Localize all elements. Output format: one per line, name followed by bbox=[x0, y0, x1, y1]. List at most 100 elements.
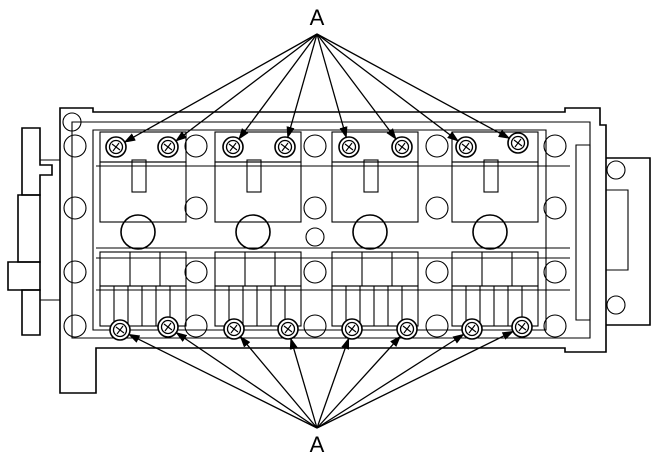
boss-circle bbox=[303, 134, 327, 158]
boss-circle bbox=[543, 260, 567, 284]
leader-lines bbox=[123, 33, 515, 429]
bolt-head bbox=[277, 318, 299, 340]
bolt-mark bbox=[347, 324, 357, 334]
bolt-hex bbox=[225, 139, 241, 155]
bolt-hex bbox=[341, 139, 357, 155]
plug-well bbox=[235, 214, 271, 250]
cylinder-section bbox=[331, 131, 419, 327]
bolt-head bbox=[157, 316, 179, 338]
rocker-tab bbox=[483, 159, 499, 193]
leader-arrow bbox=[289, 337, 318, 429]
bolt-hex bbox=[280, 321, 296, 337]
bolt-hex bbox=[458, 139, 474, 155]
leader-arrow bbox=[239, 335, 318, 429]
rocker-tab bbox=[246, 159, 262, 193]
bolt-head bbox=[338, 136, 360, 158]
bolt-hex bbox=[160, 139, 176, 155]
corner-boss bbox=[62, 112, 82, 132]
bolt-mark bbox=[513, 138, 523, 148]
upper-journal bbox=[99, 161, 187, 223]
callout-label-bottom: A bbox=[310, 432, 325, 457]
head-internals bbox=[62, 112, 570, 338]
bolt-head bbox=[105, 136, 127, 158]
plug-well bbox=[352, 214, 388, 250]
leader-arrow bbox=[123, 33, 318, 143]
bolt-mark bbox=[163, 142, 173, 152]
upper-journal bbox=[214, 161, 302, 223]
bolt-mark bbox=[228, 142, 238, 152]
bolt-head bbox=[157, 136, 179, 158]
bolt-head bbox=[222, 136, 244, 158]
plug-well bbox=[120, 214, 156, 250]
leader-arrow bbox=[316, 333, 465, 429]
boss-circle bbox=[303, 314, 327, 338]
boss-circle bbox=[303, 196, 327, 220]
leader-arrow bbox=[127, 333, 318, 429]
bolt-mark bbox=[163, 322, 173, 332]
boss-circle bbox=[543, 134, 567, 158]
bolt-hex bbox=[394, 139, 410, 155]
boss-circle bbox=[63, 196, 87, 220]
bolt-hex bbox=[514, 319, 530, 335]
bolt-hex bbox=[277, 139, 293, 155]
bolt-mark bbox=[111, 142, 121, 152]
leader-arrow bbox=[175, 33, 318, 142]
upper-journal bbox=[331, 161, 419, 223]
boss-circle bbox=[184, 260, 208, 284]
leader-arrow bbox=[316, 335, 402, 429]
leader-arrow bbox=[316, 33, 511, 139]
bolt-hex bbox=[160, 319, 176, 335]
lower-journal bbox=[331, 251, 419, 287]
lower-journal bbox=[451, 251, 539, 287]
lower-cap bbox=[451, 285, 539, 327]
boss-circle bbox=[425, 134, 449, 158]
bolt-hex bbox=[112, 322, 128, 338]
bolt-hex bbox=[108, 139, 124, 155]
leader-arrow bbox=[175, 331, 318, 429]
cylinder-section bbox=[214, 131, 302, 327]
plug-well bbox=[472, 214, 508, 250]
bolt-head bbox=[455, 136, 477, 158]
lower-journal bbox=[214, 251, 302, 287]
boss-circle bbox=[184, 134, 208, 158]
boss-circle bbox=[184, 196, 208, 220]
cylinder-section bbox=[451, 131, 539, 327]
boss-circle bbox=[425, 196, 449, 220]
bolt-mark bbox=[115, 325, 125, 335]
lower-cap bbox=[331, 285, 419, 327]
lower-cap bbox=[214, 285, 302, 327]
bolt-head bbox=[341, 318, 363, 340]
bolt-mark bbox=[344, 142, 354, 152]
bolt-head bbox=[391, 136, 413, 158]
left-end-plate bbox=[7, 127, 60, 336]
center-boss bbox=[305, 227, 325, 247]
boss-circle bbox=[425, 314, 449, 338]
boss-circle bbox=[543, 314, 567, 338]
boss-circle bbox=[303, 260, 327, 284]
cylinder-section bbox=[99, 131, 187, 327]
rocker-tab bbox=[363, 159, 379, 193]
leader-arrow bbox=[238, 33, 318, 140]
leader-arrow bbox=[316, 33, 348, 139]
bolt-head bbox=[274, 136, 296, 158]
bolt-head bbox=[109, 319, 131, 341]
rocker-tab bbox=[131, 159, 147, 193]
lower-cap bbox=[99, 285, 187, 327]
bolt-hex bbox=[344, 321, 360, 337]
bolt-hex bbox=[510, 135, 526, 151]
bolt-mark bbox=[517, 322, 527, 332]
boss-circle bbox=[543, 196, 567, 220]
bolt-mark bbox=[467, 324, 477, 334]
leader-arrow bbox=[286, 33, 318, 139]
lower-journal bbox=[99, 251, 187, 287]
right-end-plate bbox=[575, 144, 651, 326]
bolt-mark bbox=[397, 142, 407, 152]
bolt-mark bbox=[402, 324, 412, 334]
callout-label-top: A bbox=[310, 5, 325, 30]
leader-arrow bbox=[316, 330, 515, 429]
boss-circle bbox=[63, 134, 87, 158]
bolt-mark bbox=[229, 324, 239, 334]
bolt-head bbox=[223, 318, 245, 340]
bolt-hex bbox=[226, 321, 242, 337]
